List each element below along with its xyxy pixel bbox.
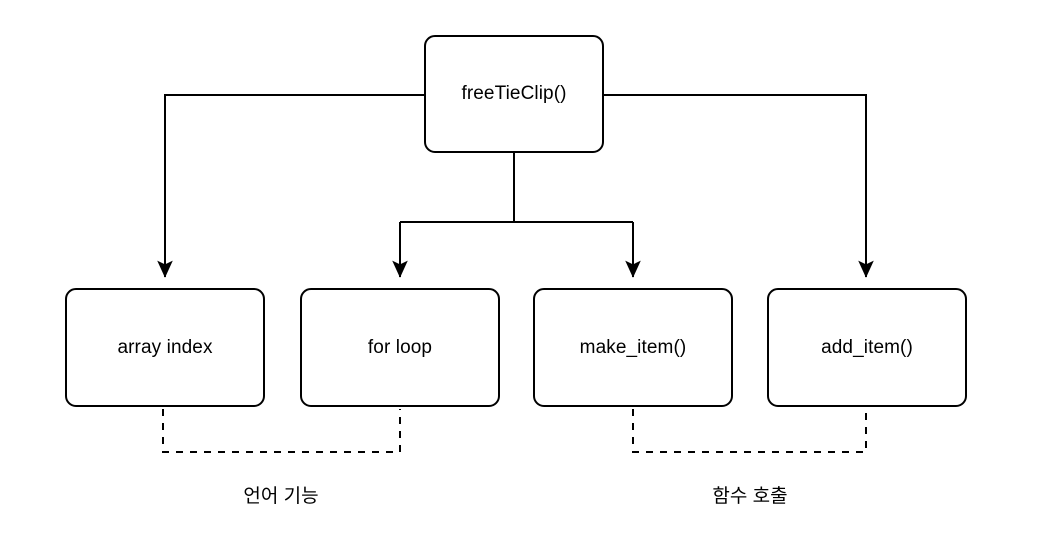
group-bracket-function-call [632, 409, 867, 453]
node-array-index[interactable]: array index [65, 288, 265, 407]
node-add-item-label: add_item() [821, 336, 913, 358]
node-root[interactable]: freeTieClip() [424, 35, 604, 153]
edge-root-to-array-index [157, 94, 424, 278]
edge-root-to-add-item [604, 94, 874, 278]
node-root-label: freeTieClip() [461, 83, 567, 104]
group-bracket-language-feature [162, 409, 401, 453]
node-make-item[interactable]: make_item() [533, 288, 733, 407]
node-for-loop-label: for loop [367, 336, 433, 358]
node-array-index-label: array index [117, 336, 213, 358]
group-label-language-feature: 언어 기능 [243, 486, 319, 507]
node-make-item-label: make_item() [579, 336, 687, 358]
node-add-item[interactable]: add_item() [767, 288, 967, 407]
node-for-loop[interactable]: for loop [300, 288, 500, 407]
group-label-function-call: 함수 호출 [712, 486, 788, 507]
